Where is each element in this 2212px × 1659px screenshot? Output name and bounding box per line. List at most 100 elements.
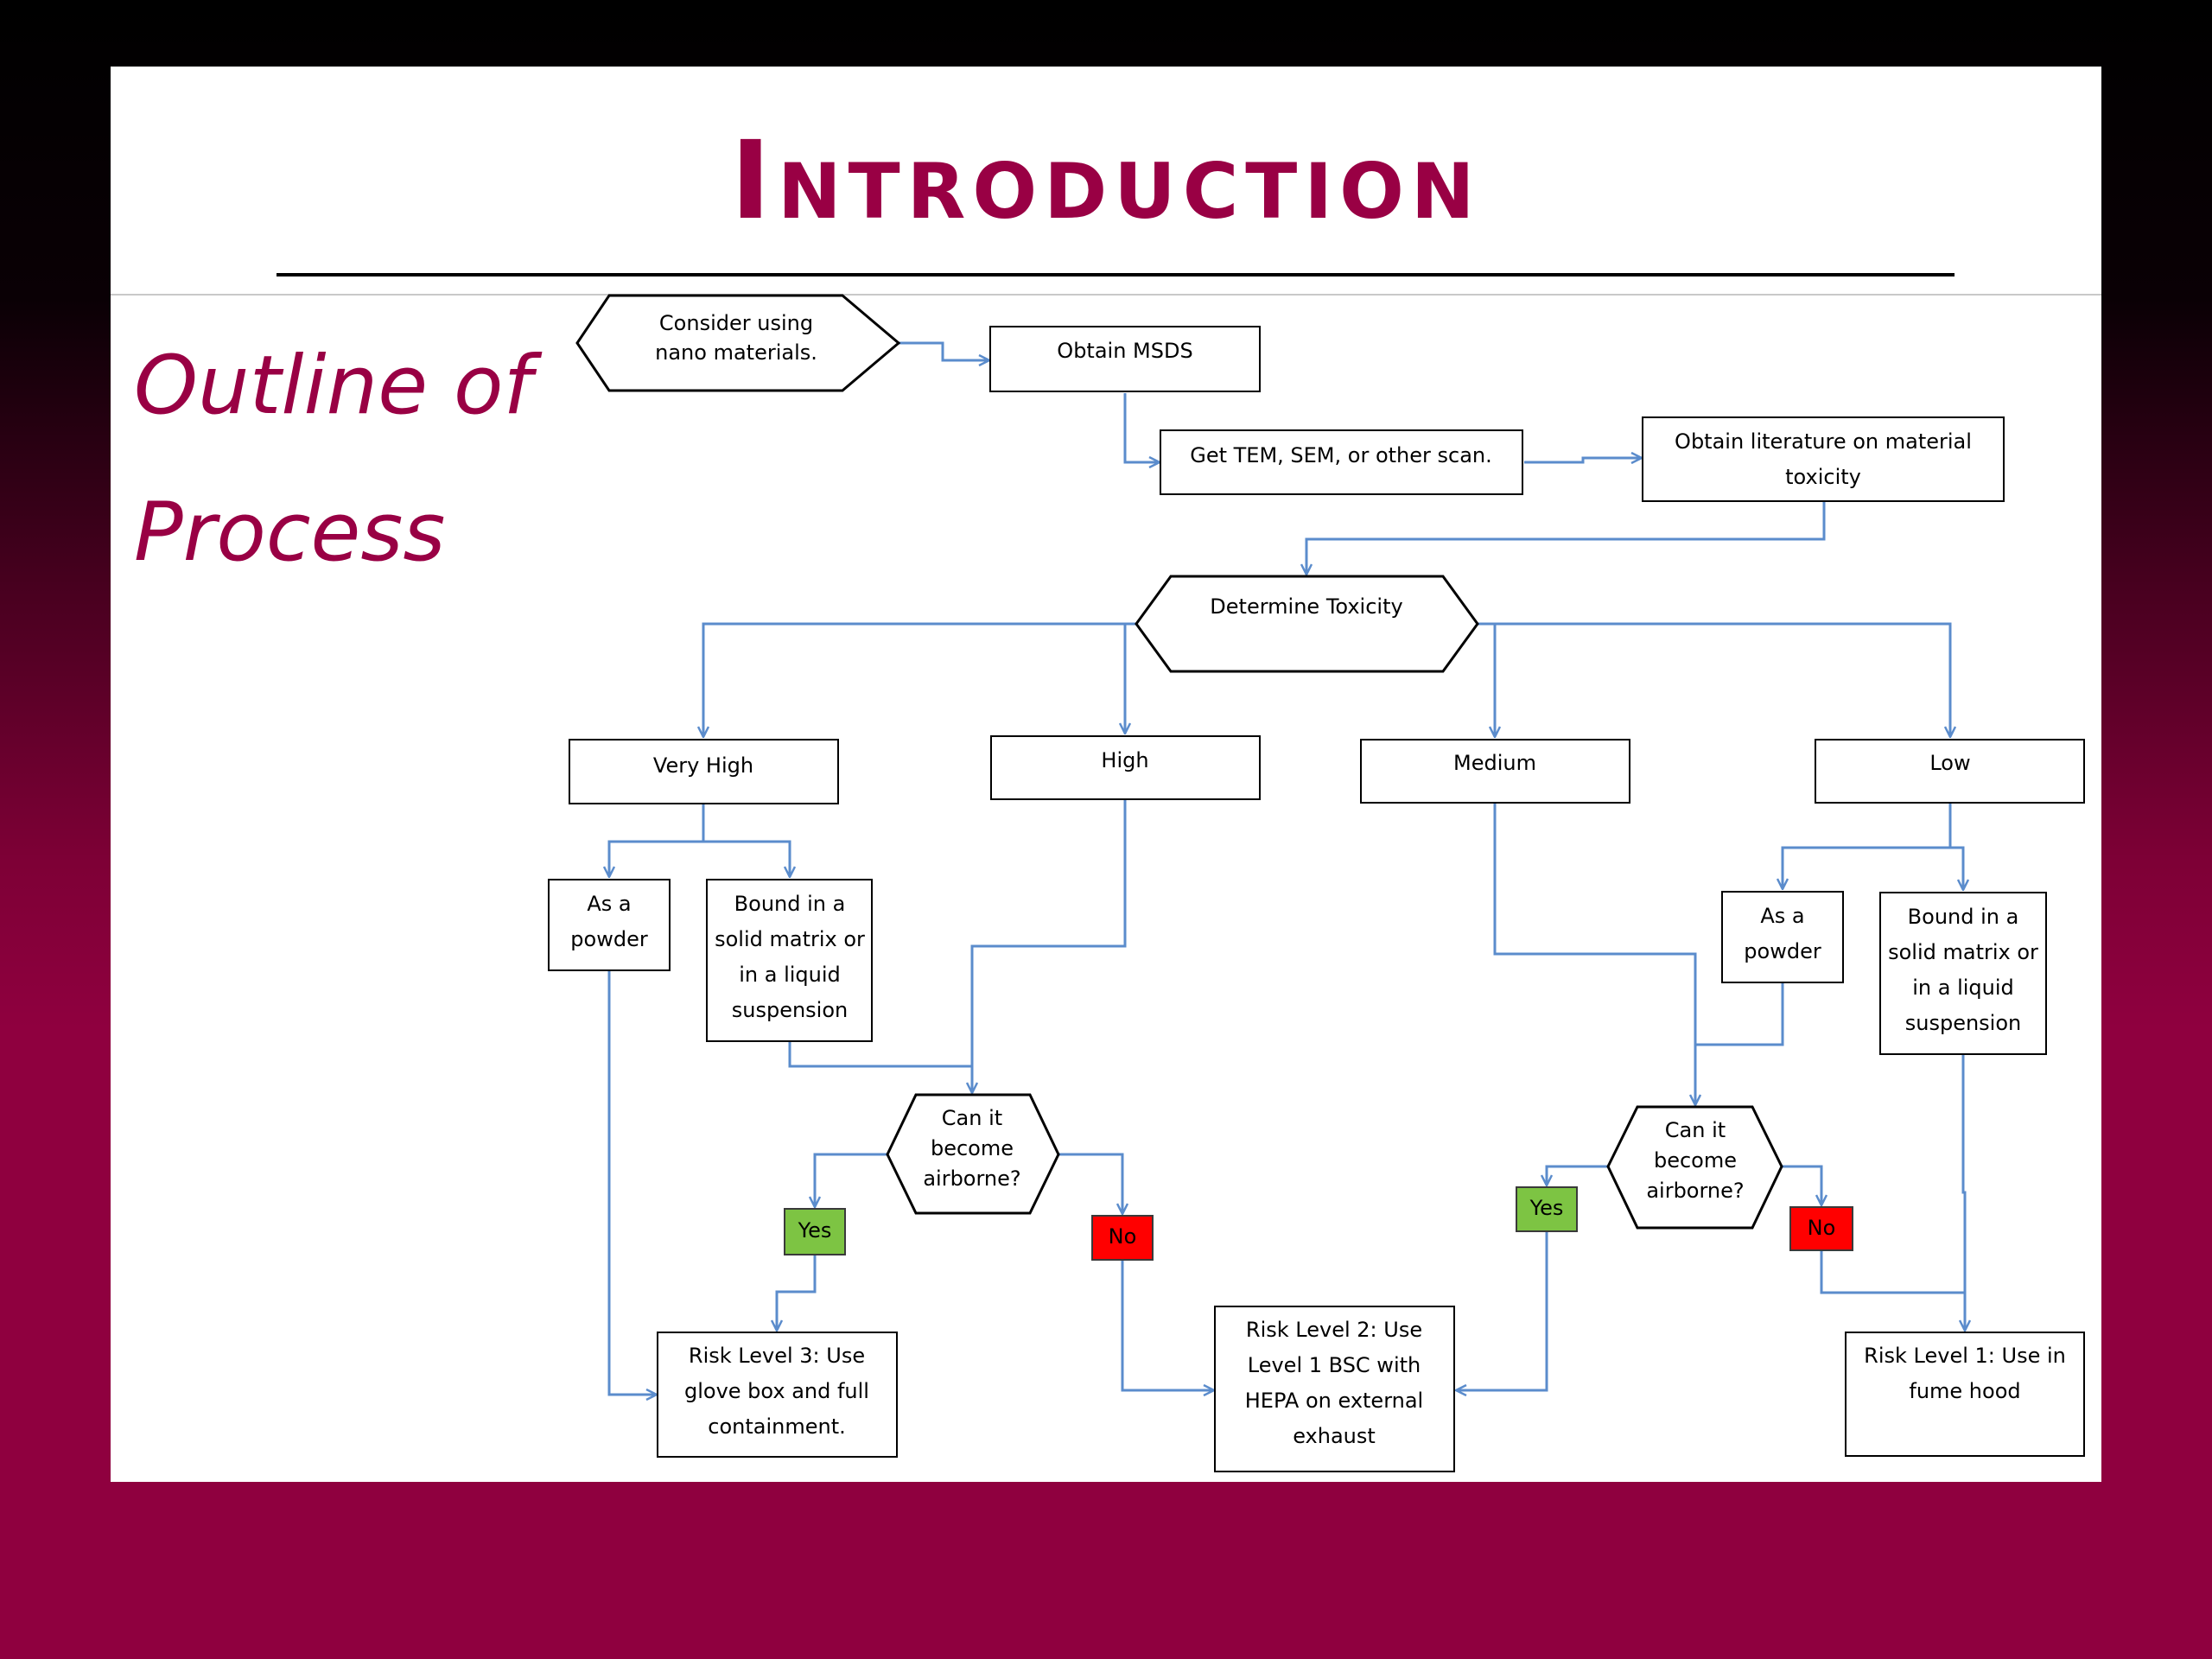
edge-yes-right-to-risk2: [1456, 1231, 1548, 1390]
no-left-badge: [1091, 1215, 1154, 1261]
edge-low-to-powder: [1783, 804, 1952, 889]
very-high-powder-label-line-2: powder: [570, 927, 648, 951]
low-label: Low: [1929, 751, 1970, 775]
airborne-left-label-line-3: airborne?: [923, 1166, 1020, 1191]
edge-high-to-airborne: [972, 799, 1127, 1093]
no-right-label-line-1: No: [1808, 1216, 1836, 1240]
edge-scan-to-literature: [1524, 458, 1642, 462]
obtain-msds-box: [989, 326, 1261, 392]
airborne-right-label-line-3: airborne?: [1646, 1179, 1744, 1203]
connectors: [607, 341, 1965, 1395]
yes-right-label: Yes: [1529, 1196, 1564, 1220]
risk-level-2-label-line-3: HEPA on external: [1245, 1389, 1423, 1413]
medium-label: Medium: [1453, 751, 1536, 775]
risk-level-2-label-line-4: exhaust: [1293, 1424, 1376, 1448]
yes-left-label: Yes: [798, 1218, 832, 1243]
slide-title: Introduction: [730, 118, 1482, 244]
airborne-left-hexagon: [886, 1093, 1060, 1215]
airborne-right-label-line-2: become: [1654, 1148, 1737, 1173]
risk-level-3-label-line-3: containment.: [708, 1414, 845, 1439]
node-very-high-powder: As a powder: [548, 879, 671, 971]
low-powder-label-line-2: powder: [1744, 939, 1821, 963]
edge-start-to-msds: [899, 341, 989, 360]
airborne-left-label-line-1: Can it: [942, 1106, 1002, 1130]
get-scan-label: Get TEM, SEM, or other scan.: [1190, 443, 1492, 467]
low-powder-box: [1721, 891, 1844, 983]
low-bound-label-line-1: Bound in a: [1908, 905, 2019, 929]
determine-toxicity-label: Determine Toxicity: [1210, 594, 1402, 619]
low-box: [1815, 739, 2085, 804]
edge-low-powder-to-airborne: [1695, 983, 1784, 1046]
very-high-bound-label-line-1: Bound in a: [734, 892, 846, 916]
determine-toxicity-label-line-1: Determine Toxicity: [1210, 594, 1402, 619]
low-bound-label-line-4: suspension: [1905, 1011, 2022, 1035]
airborne-left-label: Can it become airborne?: [923, 1106, 1020, 1191]
no-right-badge: [1789, 1206, 1853, 1251]
edge-airborne-right-to-yes: [1547, 1165, 1608, 1185]
node-very-high: Very High: [569, 739, 839, 804]
node-yes-left: Yes: [784, 1208, 846, 1255]
start-hexagon: [575, 294, 901, 392]
medium-box: [1360, 739, 1630, 804]
slide-subtitle: Outline of Process: [134, 313, 583, 607]
obtain-msds-label: Obtain MSDS: [1057, 339, 1192, 363]
node-airborne-right: Can it become airborne?: [1606, 1105, 1783, 1230]
no-left-label: No: [1109, 1224, 1137, 1249]
edge-no-right-to-risk1: [1820, 1250, 1965, 1294]
airborne-left-label-line-2: become: [931, 1136, 1014, 1160]
edge-medium-to-airborne: [1493, 804, 1695, 1105]
edge-literature-to-toxicity: [1306, 501, 1826, 575]
node-yes-right: Yes: [1516, 1186, 1578, 1232]
airborne-right-hexagon: [1606, 1105, 1783, 1230]
node-obtain-msds: Obtain MSDS: [989, 326, 1261, 392]
no-left-label-line-1: No: [1109, 1224, 1137, 1249]
risk-level-3-label-line-1: Risk Level 3: Use: [689, 1344, 865, 1368]
node-determine-toxicity: Determine Toxicity: [1135, 575, 1479, 673]
very-high-label: Very High: [653, 753, 753, 778]
get-scan-label-line-1: Get TEM, SEM, or other scan.: [1190, 443, 1492, 467]
edge-toxicity-to-very-high: [703, 622, 1136, 737]
risk-level-3-box: [657, 1332, 898, 1458]
header-divider: [111, 294, 2101, 296]
airborne-right-label-line-1: Can it: [1665, 1118, 1726, 1142]
risk-level-1-label-line-1: Risk Level 1: Use in: [1864, 1344, 2066, 1368]
title-underline: [276, 273, 1955, 276]
no-right-label: No: [1808, 1216, 1836, 1240]
very-high-bound-label-line-3: in a liquid: [739, 963, 841, 987]
edge-toxicity-to-low: [1478, 622, 1950, 737]
edge-yes-to-risk3: [777, 1255, 817, 1331]
yes-right-label-line-1: Yes: [1529, 1196, 1564, 1220]
edge-no-to-risk2: [1121, 1260, 1214, 1390]
node-medium: Medium: [1360, 739, 1630, 804]
obtain-literature-label-line-1: Obtain literature on material: [1675, 429, 1972, 454]
edge-very-high-to-bound: [703, 840, 790, 877]
low-label-line-1: Low: [1929, 751, 1970, 775]
edge-powder-to-risk3: [607, 970, 657, 1395]
determine-toxicity-hexagon: [1135, 575, 1479, 673]
very-high-powder-label-line-1: As a: [587, 892, 631, 916]
node-airborne-left: Can it become airborne?: [886, 1093, 1060, 1215]
edge-very-high-to-powder-and-bound: [609, 804, 705, 877]
yes-left-badge: [784, 1208, 846, 1255]
node-no-left: No: [1091, 1215, 1154, 1261]
risk-level-1-label-line-2: fume hood: [1909, 1379, 2020, 1403]
start-label-line-2: nano materials.: [655, 340, 817, 365]
node-risk-level-1: Risk Level 1: Use in fume hood: [1845, 1332, 2085, 1457]
low-bound-label-line-3: in a liquid: [1912, 976, 2014, 1000]
node-high: High: [990, 735, 1261, 800]
very-high-label-line-1: Very High: [653, 753, 753, 778]
edge-msds-to-scan: [1123, 393, 1160, 462]
edge-low-to-bound: [1950, 846, 1963, 890]
risk-level-2-label-line-1: Risk Level 2: Use: [1246, 1318, 1422, 1342]
get-scan-box: [1160, 429, 1523, 495]
